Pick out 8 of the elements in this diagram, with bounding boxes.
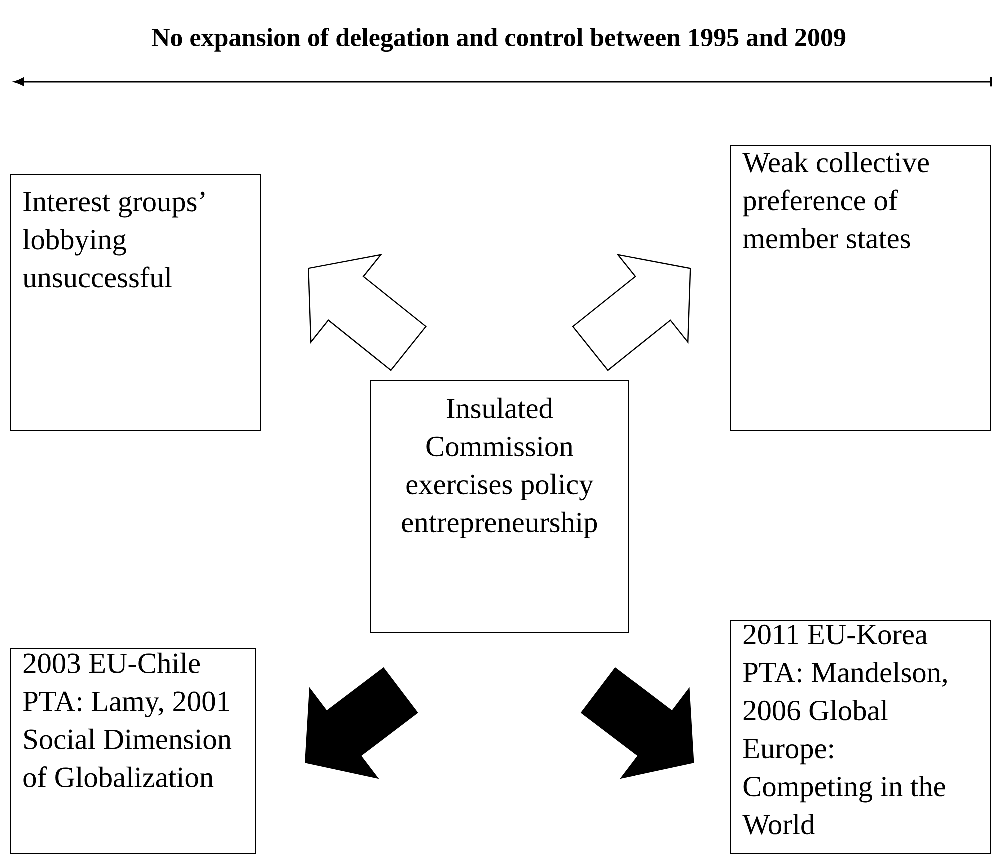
text-box: 2011 EU-Korea PTA: Mandelson, 2006 Global Europe: Competing in the World (730, 620, 992, 854)
block-arrow (305, 667, 418, 780)
block-arrow (308, 254, 427, 372)
title: No expansion of delegation and control between 1995 and 2009 (152, 28, 846, 52)
text-box: Insulated Commission exercises policy entrepreneurship (370, 380, 630, 634)
text-box: Interest groups’ lobbying unsuccessful (10, 174, 262, 432)
text-box: 2003 EU-Chile PTA: Lamy, 2001 Social Dimension of Globalization (10, 648, 256, 854)
text-box: Weak collective preference of member states (730, 145, 992, 432)
